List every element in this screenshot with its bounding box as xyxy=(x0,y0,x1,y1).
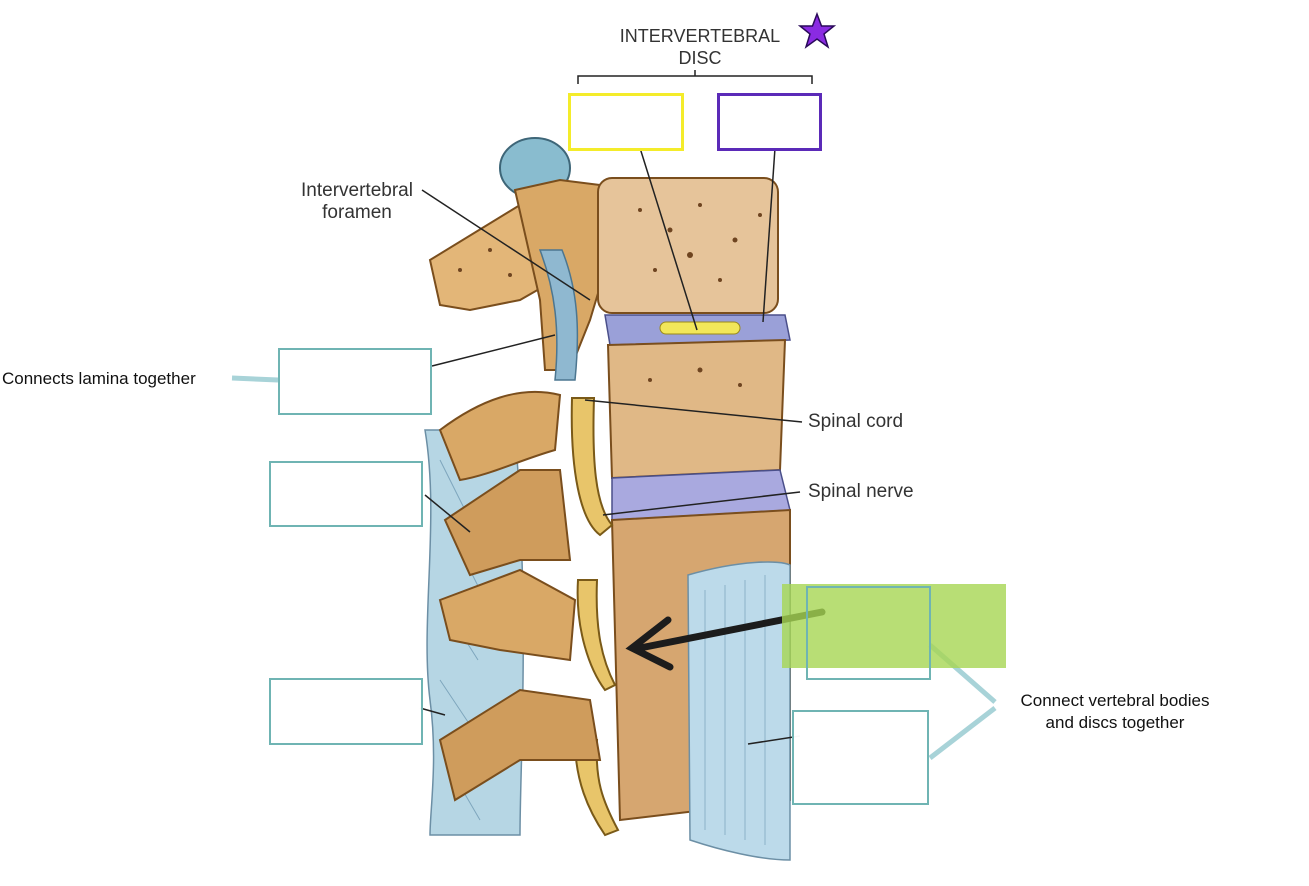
star-icon xyxy=(798,12,836,49)
upper-vertebral-body xyxy=(597,177,779,314)
cauda-nerve-2 xyxy=(573,739,620,837)
leader-lines xyxy=(419,147,803,745)
bone-speckles xyxy=(458,203,762,387)
label-box-anterior-2[interactable] xyxy=(792,710,929,805)
anterior-ligament-striations xyxy=(704,575,766,845)
label-spinal-cord: Spinal cord xyxy=(808,411,904,432)
anterior-longitudinal-ligament xyxy=(687,561,791,861)
spinous-process-4 xyxy=(438,688,602,802)
ligamentum-flavum xyxy=(538,249,579,381)
label-intervertebral-disc: INTERVERTEBRAL DISC xyxy=(619,26,781,68)
disc-bracket xyxy=(577,70,813,84)
green-highlight xyxy=(782,584,1006,668)
cauda-nerve-1 xyxy=(576,579,617,692)
label-intervertebral-foramen: Intervertebral foramen xyxy=(301,180,413,223)
middle-vertebral-body xyxy=(606,338,787,480)
label-box-ligament-3[interactable] xyxy=(269,678,423,745)
spinal-cord xyxy=(570,397,614,537)
label-box-lamina[interactable] xyxy=(278,348,432,415)
label-box-annulus[interactable] xyxy=(717,93,822,151)
spinous-process-3 xyxy=(438,568,577,662)
label-spinal-nerve: Spinal nerve xyxy=(808,481,914,502)
lamina-connector-line xyxy=(231,375,279,383)
label-connects-lamina: Connects lamina together xyxy=(2,369,196,388)
label-box-ligament-2[interactable] xyxy=(269,461,423,527)
spinous-process-1 xyxy=(438,391,562,482)
label-connect-vertebral-bodies: Connect vertebral bodies and discs toget… xyxy=(1020,691,1210,732)
label-box-anterior-1[interactable] xyxy=(806,586,931,680)
nucleus-pulposus xyxy=(659,321,741,335)
spinous-process-2 xyxy=(443,469,572,577)
label-box-nucleus[interactable] xyxy=(568,93,684,151)
